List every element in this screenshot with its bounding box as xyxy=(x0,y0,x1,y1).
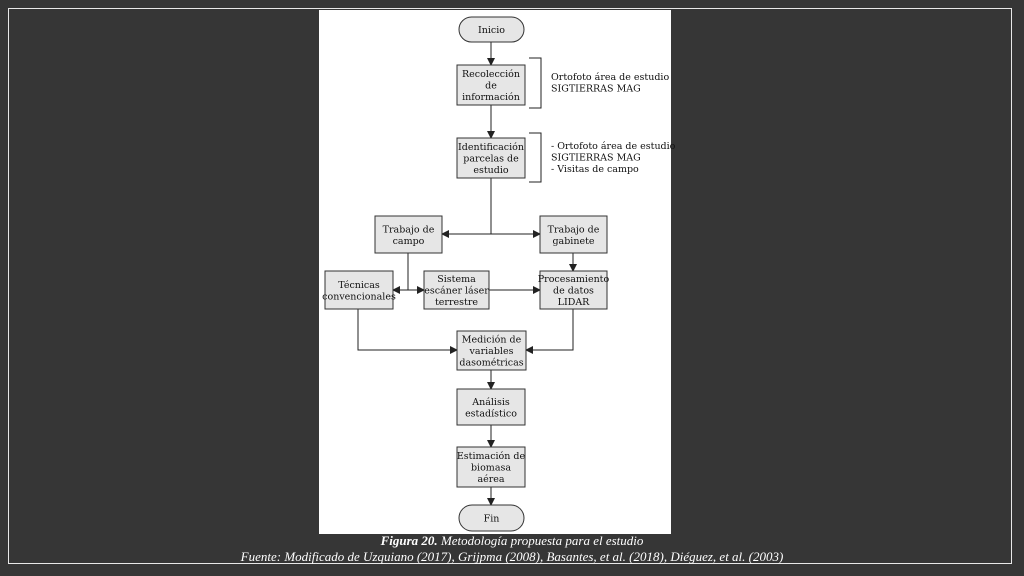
figure-label: Figura 20. xyxy=(380,533,438,548)
bracket-note2 xyxy=(529,132,542,183)
nodes.estimacion-line: Estimación de xyxy=(457,451,526,462)
slide-frame xyxy=(8,8,1012,564)
nodes.estimacion-line: biomasa xyxy=(471,463,511,474)
notes.note2-line: SIGTIERRAS MAG xyxy=(551,153,641,164)
nodes.procesamiento-line: de datos xyxy=(553,286,594,297)
arrow-procesamiento-medicion xyxy=(525,309,574,354)
nodes.trabajo_campo-line: Trabajo de xyxy=(383,224,435,235)
nodes.procesamiento-line: Procesamiento xyxy=(538,274,610,285)
figure-title: Metodología propuesta para el estudio xyxy=(437,533,644,548)
nodes.procesamiento-line: LIDAR xyxy=(558,297,591,308)
nodes.sistema-line: Sistema xyxy=(437,274,476,285)
nodes.trabajo_campo-line: campo xyxy=(393,236,425,247)
arrow-campo-tecnicas xyxy=(392,253,409,294)
nodes.identificacion-line: estudio xyxy=(473,165,509,176)
notes.note1-line: Ortofoto área de estudio xyxy=(551,72,669,83)
nodes.estimacion-line: aérea xyxy=(477,474,504,485)
bracket-note1 xyxy=(529,57,542,109)
notes.note2-line: - Ortofoto área de estudio xyxy=(551,141,676,152)
nodes.identificacion-line: Identificación xyxy=(458,142,524,153)
connectors xyxy=(357,42,577,506)
figure-caption: Figura 20. Metodología propuesta para el… xyxy=(0,533,1024,548)
node-fin: Fin xyxy=(458,504,525,532)
nodes.trabajo_gabinete-line: gabinete xyxy=(552,236,594,247)
nodes.medicion-line: dasométricas xyxy=(459,358,523,369)
nodes.recoleccion-line: información xyxy=(462,92,520,103)
nodes.sistema-line: escáner láser xyxy=(424,286,489,297)
nodes.fin-line: Fin xyxy=(484,514,500,525)
nodes.identificacion-line: parcelas de xyxy=(463,154,519,165)
nodes.trabajo_gabinete-line: Trabajo de xyxy=(548,224,600,235)
node-inicio: Inicio xyxy=(458,16,525,43)
nodes.recoleccion-line: Recolección xyxy=(462,69,520,80)
node-inicio-label: Inicio xyxy=(478,25,505,36)
nodes.tecnicas-line: convencionales xyxy=(322,291,396,302)
nodes.medicion-line: Medición de xyxy=(462,335,522,346)
nodes.tecnicas-line: Técnicas xyxy=(338,280,380,291)
nodes.inicio-line: Inicio xyxy=(478,25,505,36)
nodes.recoleccion-line: de xyxy=(485,81,497,92)
notes.note1-line: SIGTIERRAS MAG xyxy=(551,83,641,94)
nodes.medicion-line: variables xyxy=(469,346,514,357)
nodes.analisis-line: estadístico xyxy=(465,408,517,419)
nodes.sistema-line: terrestre xyxy=(435,297,478,308)
arrow-tecnicas-medicion xyxy=(357,309,458,354)
node-fin-label: Fin xyxy=(484,514,500,525)
note-brackets xyxy=(529,57,542,183)
notes.note2-line: - Visitas de campo xyxy=(551,164,639,175)
nodes.analisis-line: Análisis xyxy=(471,397,510,408)
figure-source: Fuente: Modificado de Uzquiano (2017), G… xyxy=(240,549,784,564)
